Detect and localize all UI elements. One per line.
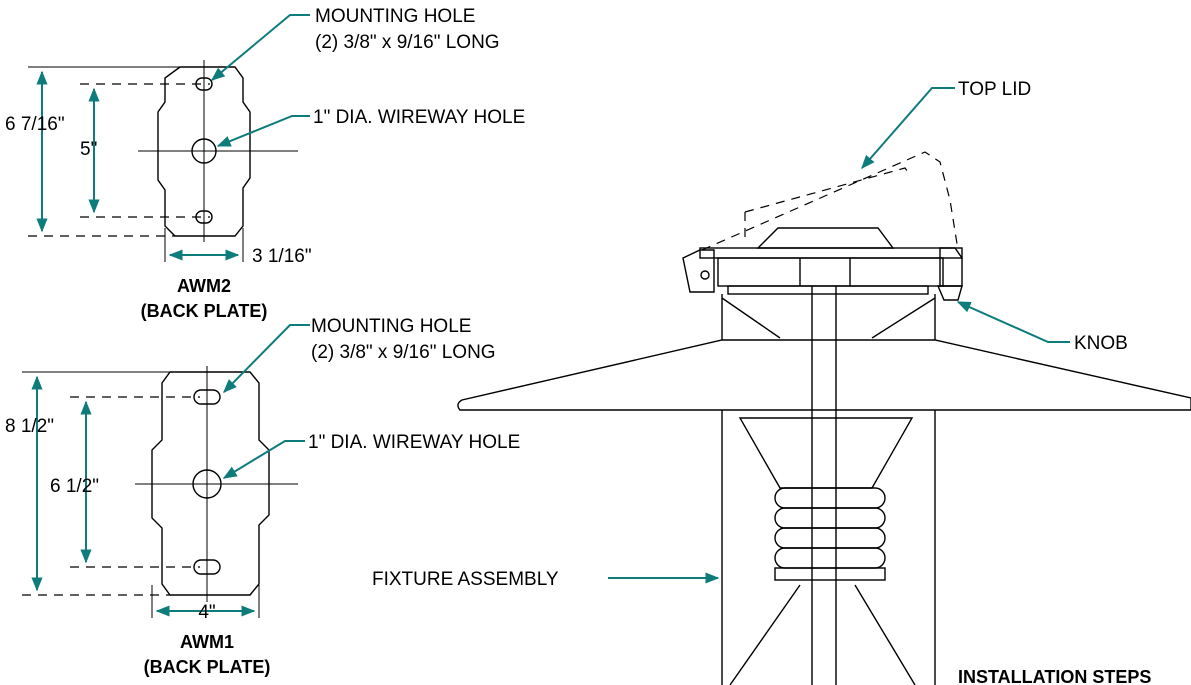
- awm2-wireway-hole-label: 1" DIA. WIREWAY HOLE: [313, 107, 525, 128]
- awm1-width: 4": [198, 602, 215, 623]
- awm2-back-plate: [28, 14, 310, 262]
- awm1-mounting-hole-size: (2) 3/8" x 9/16" LONG: [311, 342, 496, 363]
- awm2-height-holes: 5": [80, 139, 97, 160]
- top-lid-label: TOP LID: [958, 79, 1031, 100]
- awm2-mounting-hole-label: MOUNTING HOLE: [315, 6, 475, 27]
- awm2-height-overall: 6 7/16": [5, 114, 65, 135]
- awm1-mounting-hole-label: MOUNTING HOLE: [311, 316, 471, 337]
- awm1-height-holes: 6 1/2": [50, 476, 99, 497]
- awm2-name: AWM2: [177, 276, 231, 296]
- installation-steps-heading: INSTALLATION STEPS: [958, 667, 1151, 685]
- knob-label: KNOB: [1074, 333, 1128, 354]
- awm1-back-plate: [22, 324, 310, 618]
- awm2-mounting-hole-size: (2) 3/8" x 9/16" LONG: [315, 32, 500, 53]
- awm1-wireway-hole-label: 1" DIA. WIREWAY HOLE: [308, 432, 520, 453]
- awm1-height-overall: 8 1/2": [5, 416, 54, 437]
- fixture-assembly-label: FIXTURE ASSEMBLY: [372, 569, 559, 590]
- awm2-caption: (BACK PLATE): [141, 301, 268, 321]
- awm2-width: 3 1/16": [252, 246, 312, 267]
- awm1-name: AWM1: [180, 632, 234, 652]
- awm1-caption: (BACK PLATE): [144, 657, 271, 677]
- fixture-drawing: [457, 87, 1191, 685]
